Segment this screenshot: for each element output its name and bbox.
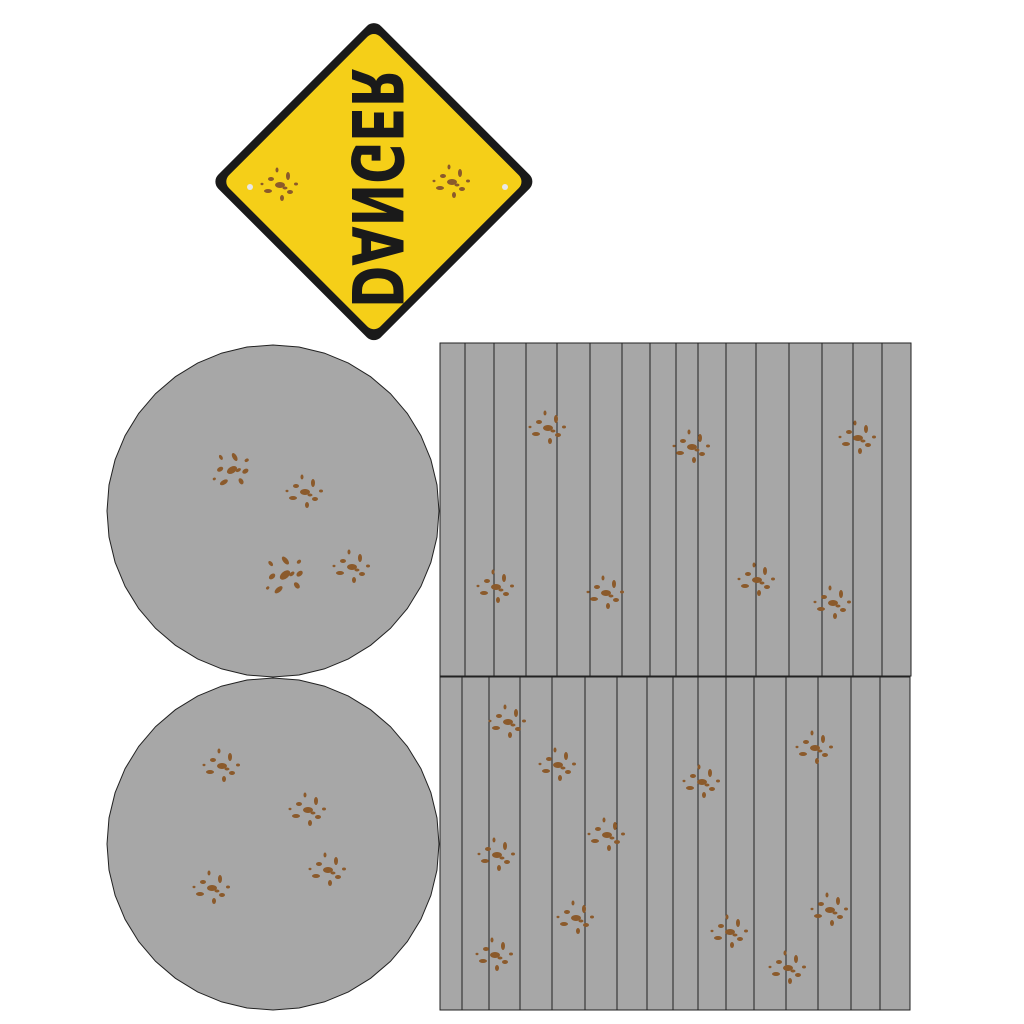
sign-bolt-right xyxy=(502,184,508,190)
panel-bottom xyxy=(439,676,911,1011)
danger-sign: DANGER xyxy=(215,23,533,341)
panel-top xyxy=(439,342,912,677)
circle-top xyxy=(106,344,440,678)
sign-text: DANGER xyxy=(335,68,417,308)
circle-bottom xyxy=(106,677,440,1011)
sign-bolt-left xyxy=(247,184,253,190)
